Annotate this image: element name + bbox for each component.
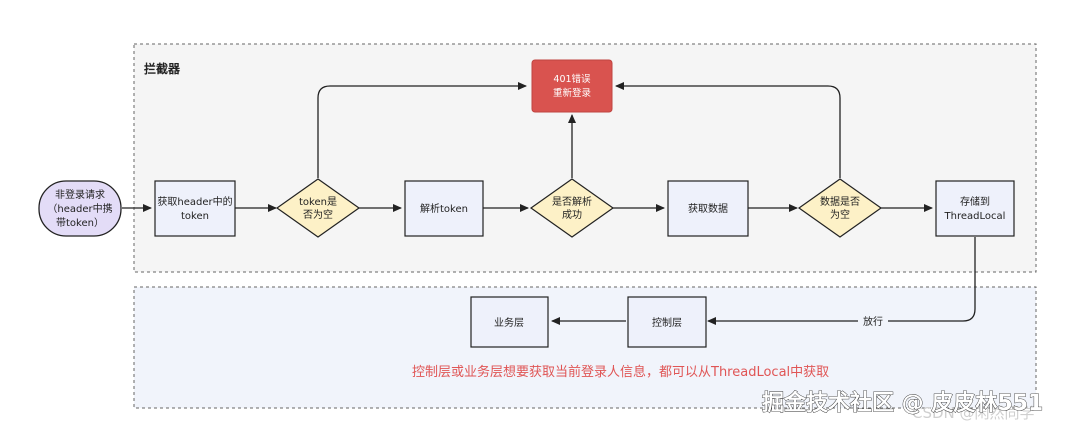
- controller-node: 控制层: [627, 296, 707, 348]
- get-header-node: 获取header中的 token: [154, 180, 236, 237]
- svg-text:非登录请求: 非登录请求: [55, 188, 105, 201]
- store-node: 存储到 ThreadLocal: [935, 180, 1015, 237]
- svg-text:带token）: 带token）: [56, 217, 104, 229]
- edge-store-to-controller: [707, 237, 976, 325]
- business-region: [133, 286, 1037, 409]
- release-label-bg: [858, 313, 888, 329]
- svg-text:是否解析: 是否解析: [552, 195, 592, 208]
- svg-text:token: token: [181, 211, 209, 222]
- edge-data-check-to-error: [615, 82, 841, 178]
- svg-text:数据是否: 数据是否: [820, 195, 860, 208]
- svg-text:重新登录: 重新登录: [553, 87, 592, 99]
- edges: [122, 82, 976, 325]
- svg-text:401错误: 401错误: [553, 73, 591, 85]
- token-empty-decision: token是 否为空: [275, 178, 361, 238]
- svg-text:成功: 成功: [562, 209, 582, 221]
- csdn-watermark: CSDN @闲然同学: [912, 404, 1035, 422]
- parse-token-node: 解析token: [404, 180, 484, 237]
- error-node: 401错误 重新登录: [531, 59, 613, 113]
- edge-token-check-to-error: [317, 82, 527, 178]
- svg-text:ThreadLocal: ThreadLocal: [944, 211, 1006, 222]
- svg-text:业务层: 业务层: [494, 316, 524, 329]
- business-node: 业务层: [470, 296, 549, 348]
- svg-text:存储到: 存储到: [960, 195, 990, 208]
- svg-text:控制层: 控制层: [652, 316, 682, 329]
- get-data-node: 获取数据: [667, 180, 749, 237]
- interceptor-label: 拦截器: [144, 61, 181, 76]
- release-label: 放行: [863, 315, 883, 328]
- svg-text:为空: 为空: [830, 208, 850, 221]
- start-node: 非登录请求 （header中携 带token）: [38, 180, 122, 237]
- threadlocal-note: 控制层或业务层想要获取当前登录人信息，都可以从ThreadLocal中获取: [412, 364, 829, 380]
- svg-text:获取header中的: 获取header中的: [157, 195, 232, 208]
- data-empty-decision: 数据是否 为空: [797, 178, 883, 238]
- svg-text:token是: token是: [299, 196, 337, 208]
- svg-text:（header中携: （header中携: [47, 202, 112, 215]
- svg-text:否为空: 否为空: [303, 208, 333, 221]
- svg-text:解析token: 解析token: [420, 202, 468, 215]
- juejin-watermark: 掘金技术社区 @ 皮皮林551: [762, 390, 1043, 416]
- parse-ok-decision: 是否解析 成功: [529, 178, 615, 238]
- svg-text:获取数据: 获取数据: [688, 202, 728, 215]
